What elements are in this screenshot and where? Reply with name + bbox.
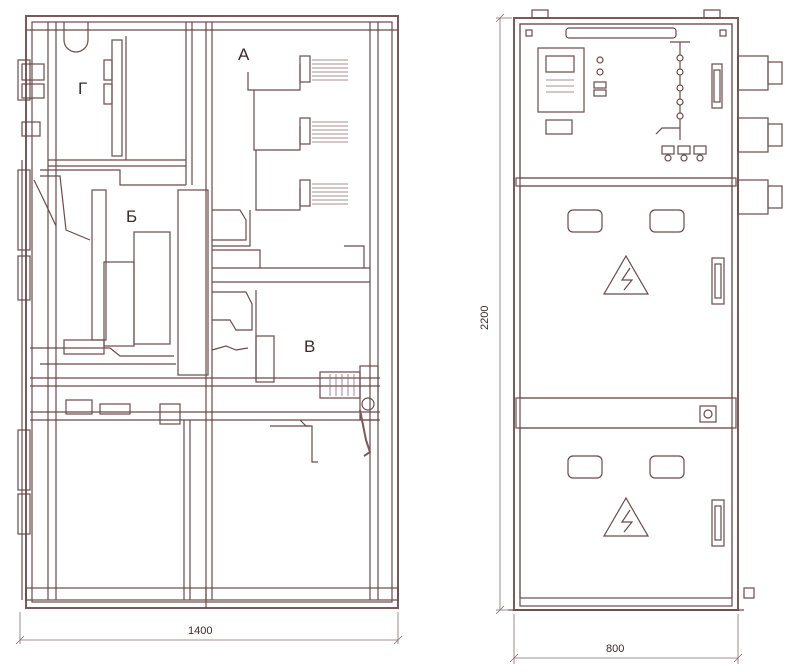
front-view: 2200 800 xyxy=(479,9,783,664)
side-view: А Б В Г 1400 xyxy=(15,15,403,645)
label-compartment-g: Г xyxy=(78,79,87,98)
busbar-insulators-top xyxy=(312,59,348,81)
front-width-dimension: 800 xyxy=(509,614,743,664)
relay-panel xyxy=(537,47,585,113)
front-height-dimension: 2200 xyxy=(479,13,512,615)
door-handle-middle[interactable] xyxy=(711,257,725,305)
side-width-label: 1400 xyxy=(188,625,212,637)
warning-triangle-icon xyxy=(602,254,650,295)
viewing-window-right-top xyxy=(649,209,685,233)
label-compartment-a: А xyxy=(238,45,250,64)
front-outer-frame xyxy=(513,17,739,611)
nameplate xyxy=(565,27,677,39)
label-compartment-v: В xyxy=(304,337,315,356)
door-handle-bottom[interactable] xyxy=(711,499,725,547)
front-height-label: 2200 xyxy=(479,306,491,330)
viewing-window-left-bottom xyxy=(567,455,603,479)
viewing-window-left-top xyxy=(567,209,603,233)
label-compartment-b: Б xyxy=(126,207,137,226)
cable-bushings xyxy=(737,55,783,215)
side-width-dimension: 1400 xyxy=(15,612,403,645)
counter-block xyxy=(545,119,573,135)
front-width-label: 800 xyxy=(606,643,624,655)
warning-triangle-icon-bottom xyxy=(602,496,650,537)
side-outer-frame xyxy=(25,15,399,609)
breaker-door xyxy=(519,185,733,399)
cable-door xyxy=(519,427,733,599)
viewing-window-right-bottom xyxy=(649,455,685,479)
door-handle-top[interactable] xyxy=(711,63,723,109)
lock-icon[interactable] xyxy=(699,405,717,423)
mimic-diagram xyxy=(655,41,707,162)
